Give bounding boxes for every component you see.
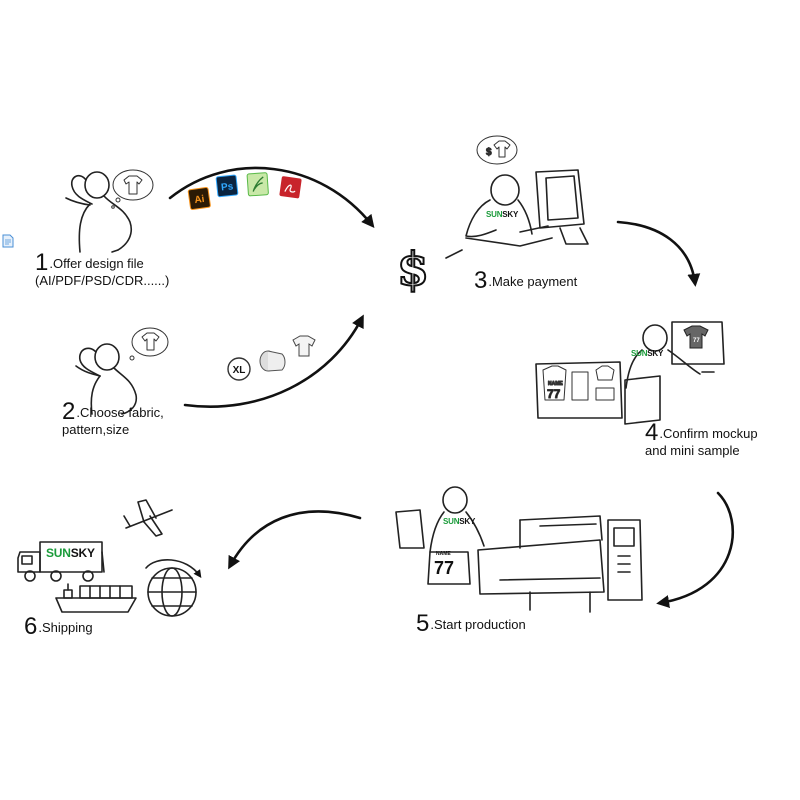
person-confirming [535, 321, 725, 425]
arrow-step1-to-payment [168, 166, 375, 229]
production-jersey-number: 77 [434, 558, 454, 578]
mockup-jersey-name: NAME [548, 381, 563, 387]
step-5-label: 5.Start production [416, 610, 526, 637]
ai-file-label: Ai [194, 194, 206, 206]
thought-bubble-3: $ [476, 135, 518, 165]
bubble-dollar: $ [486, 147, 492, 158]
person-producing [395, 486, 485, 585]
person-thinking-1 [65, 171, 133, 253]
thought-bubble-2 [129, 327, 169, 361]
arrow-payment-to-step4 [616, 220, 701, 287]
file-icons: Ai Ps [187, 172, 302, 211]
brand-logo-payment: SUNSKY [486, 210, 519, 219]
production-jersey-name: NAME [436, 551, 451, 557]
fabric-icons: XL [227, 335, 316, 381]
mockup-jersey-number: 77 [547, 387, 561, 401]
ai-file-icon [187, 186, 211, 211]
step-3-label: 3.Make payment [474, 267, 578, 294]
monitor-jersey-number: 77 [693, 338, 700, 344]
tshirt-icon [292, 335, 316, 357]
mockup-sample-sheet: NAME 77 [542, 365, 615, 402]
printing-machine [477, 515, 643, 613]
fabric-roll-icon [259, 350, 286, 372]
step-6-label: 6.Shipping [24, 613, 93, 640]
monitor-tshirt-icon: 77 [683, 325, 709, 349]
ps-file-label: Ps [220, 181, 234, 193]
arrow-step4-to-step5 [656, 491, 735, 608]
thought-bubble-1 [111, 169, 154, 209]
step-1-label: 1.Offer design file (AI/PDF/PSD/CDR.....… [35, 249, 170, 289]
payment-dollar-icon: $ [396, 241, 430, 297]
production-jersey: NAME 77 [434, 551, 454, 578]
brand-logo-truck: SUNSKY [46, 546, 95, 560]
person-at-computer [445, 169, 589, 259]
document-icon[interactable] [2, 234, 14, 248]
arrow-step2-to-payment [183, 314, 364, 408]
size-xl-label: XL [233, 365, 246, 376]
step-2-label: 2.Choose fabric, pattern,size [62, 398, 164, 438]
step-4-label: 4.Confirm mockup and mini sample [645, 419, 758, 459]
globe-icon [145, 559, 202, 617]
cargo-ship-icon [55, 583, 137, 613]
arrow-step5-to-step6 [228, 510, 362, 570]
brand-logo-mockup: SUNSKY [631, 349, 664, 358]
airplane-icon [123, 499, 173, 537]
ps-file-icon [215, 174, 239, 198]
person-thinking-2 [75, 343, 138, 415]
truck-icon [17, 541, 105, 582]
size-xl-badge: XL [227, 357, 251, 381]
brand-logo-production: SUNSKY [443, 517, 476, 526]
